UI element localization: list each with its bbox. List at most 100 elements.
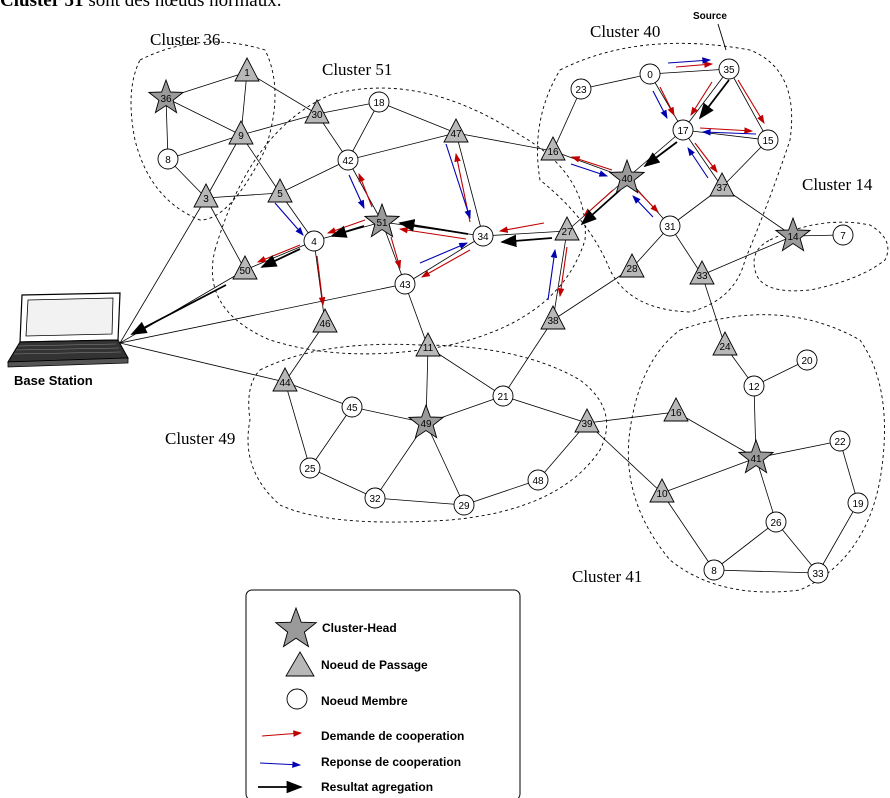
request-arrow bbox=[570, 156, 613, 171]
response-arrow bbox=[274, 202, 304, 236]
legend-circle-icon bbox=[286, 688, 308, 710]
svg-text:40: 40 bbox=[621, 174, 633, 185]
cluster-49-boundary bbox=[247, 343, 608, 523]
svg-text:14: 14 bbox=[787, 232, 799, 243]
member-node: 12 bbox=[743, 375, 765, 397]
response-arrow bbox=[652, 90, 668, 119]
base-station-label: Base Station bbox=[14, 373, 93, 388]
member-node: 29 bbox=[453, 494, 475, 516]
member-node: 17 bbox=[672, 119, 694, 141]
svg-text:29: 29 bbox=[458, 501, 470, 512]
request-arrow bbox=[316, 255, 326, 307]
request-arrow bbox=[398, 226, 467, 240]
source-pointer bbox=[717, 23, 727, 51]
result-arrow bbox=[260, 248, 301, 268]
result-arrow bbox=[580, 189, 621, 226]
cluster-40-boundary bbox=[537, 42, 793, 313]
svg-text:1: 1 bbox=[244, 68, 250, 79]
member-node: 33 bbox=[807, 562, 829, 584]
svg-text:25: 25 bbox=[304, 464, 316, 475]
passage-node: 37 bbox=[709, 172, 735, 197]
svg-text:12: 12 bbox=[748, 382, 760, 393]
svg-text:17: 17 bbox=[677, 126, 689, 137]
member-node: 31 bbox=[659, 215, 681, 237]
cluster-label-40: Cluster 40 bbox=[590, 22, 660, 41]
svg-text:33: 33 bbox=[696, 271, 708, 282]
network-edges bbox=[119, 68, 859, 574]
svg-text:9: 9 bbox=[238, 131, 244, 142]
svg-text:4: 4 bbox=[311, 237, 317, 248]
member-node: 26 bbox=[765, 511, 787, 533]
svg-text:50: 50 bbox=[239, 266, 251, 277]
cluster-head-node: 49 bbox=[407, 403, 445, 439]
legend-blue-arrow-icon bbox=[259, 761, 302, 768]
caption-rest: sont des nœuds normaux. bbox=[83, 0, 282, 11]
cluster-head-node: 51 bbox=[363, 202, 401, 238]
response-arrow bbox=[348, 174, 365, 210]
svg-text:51: 51 bbox=[376, 218, 388, 229]
svg-text:35: 35 bbox=[723, 65, 735, 76]
svg-text:33: 33 bbox=[812, 569, 824, 580]
svg-text:48: 48 bbox=[532, 476, 544, 487]
result-arrow bbox=[500, 234, 553, 248]
cluster-head-node: 41 bbox=[737, 438, 775, 474]
base-station-laptop-icon bbox=[7, 292, 129, 368]
svg-text:0: 0 bbox=[647, 70, 653, 81]
svg-text:28: 28 bbox=[626, 264, 638, 275]
svg-text:8: 8 bbox=[711, 566, 717, 577]
legend-request: Demande de cooperation bbox=[321, 729, 464, 743]
svg-text:49: 49 bbox=[420, 419, 432, 430]
svg-text:44: 44 bbox=[279, 378, 291, 389]
request-arrow bbox=[699, 127, 754, 134]
passage-node: 24 bbox=[712, 331, 738, 356]
svg-text:47: 47 bbox=[450, 129, 462, 140]
member-node: 4 bbox=[303, 230, 325, 252]
member-node: 42 bbox=[337, 149, 359, 171]
passage-node: 9 bbox=[228, 120, 254, 145]
cluster-label-36: Cluster 36 bbox=[150, 30, 220, 49]
response-arrow bbox=[687, 147, 709, 179]
svg-text:27: 27 bbox=[561, 227, 573, 238]
svg-text:26: 26 bbox=[770, 518, 782, 529]
svg-text:34: 34 bbox=[477, 232, 489, 243]
legend-triangle-icon bbox=[285, 651, 315, 677]
cluster-head-node: 36 bbox=[147, 78, 185, 114]
member-node: 0 bbox=[639, 63, 661, 85]
passage-node: 47 bbox=[443, 118, 469, 143]
svg-text:18: 18 bbox=[373, 98, 385, 109]
member-node: 43 bbox=[394, 273, 416, 295]
response-arrow bbox=[445, 143, 471, 220]
request-arrow bbox=[675, 61, 714, 68]
svg-text:32: 32 bbox=[369, 494, 381, 505]
member-node: 19 bbox=[847, 492, 869, 514]
legend-star-icon bbox=[274, 606, 318, 648]
member-node: 25 bbox=[299, 457, 321, 479]
cluster-41-boundary bbox=[627, 314, 885, 593]
member-node: 7 bbox=[832, 224, 854, 246]
passage-node: 10 bbox=[649, 478, 675, 503]
response-arrow bbox=[667, 57, 712, 64]
svg-text:42: 42 bbox=[342, 156, 354, 167]
result-arrow bbox=[330, 225, 365, 238]
passage-node: 27 bbox=[554, 216, 580, 241]
svg-text:19: 19 bbox=[852, 499, 864, 510]
member-node: 22 bbox=[829, 430, 851, 452]
svg-text:36: 36 bbox=[160, 94, 172, 105]
cluster-label-41: Cluster 41 bbox=[572, 567, 642, 586]
request-arrow bbox=[358, 172, 373, 208]
member-node: 20 bbox=[796, 349, 818, 371]
result-arrow bbox=[698, 79, 730, 120]
request-arrow bbox=[583, 189, 614, 217]
svg-text:10: 10 bbox=[656, 489, 668, 500]
passage-node: 3 bbox=[193, 183, 219, 208]
svg-text:30: 30 bbox=[311, 110, 323, 121]
member-node: 34 bbox=[472, 225, 494, 247]
passage-node: 1 bbox=[234, 57, 260, 82]
svg-text:16: 16 bbox=[547, 147, 559, 158]
svg-text:22: 22 bbox=[834, 437, 846, 448]
svg-text:31: 31 bbox=[664, 222, 676, 233]
legend-red-arrow-icon bbox=[261, 730, 303, 737]
request-arrow bbox=[390, 236, 402, 270]
cluster-label-51: Cluster 51 bbox=[322, 60, 392, 79]
request-arrow bbox=[737, 79, 765, 124]
